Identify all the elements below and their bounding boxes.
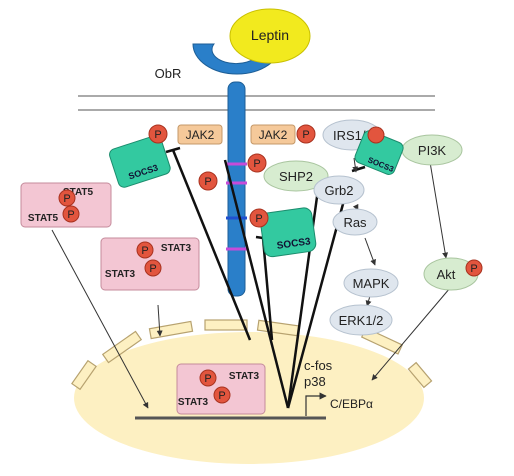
stat5-top-label: STAT5	[63, 187, 94, 198]
jak2-left-label: JAK2	[186, 128, 215, 142]
phospho-stat3-nuc-b	[213, 386, 231, 404]
jak2-right-box	[250, 124, 296, 145]
stat3-nuc-bottom-label: STAT3	[178, 397, 209, 408]
erk-label: ERK1/2	[339, 313, 384, 328]
mapk-protein	[343, 268, 399, 298]
cfos-label: c-fos	[304, 358, 333, 373]
akt-label: Akt	[437, 267, 456, 282]
socs3-middle-label: SOCS3	[276, 236, 312, 252]
stat5-bottom-label: STAT5	[28, 213, 59, 224]
phospho-irs	[367, 126, 385, 144]
svg-text:P: P	[253, 158, 260, 170]
phospho-stat5-a	[58, 189, 76, 207]
grb2-protein	[313, 175, 365, 205]
socs3-left: SOCS3	[109, 135, 171, 188]
svg-text:P: P	[63, 193, 70, 205]
svg-text:P: P	[67, 209, 74, 221]
svg-text:P: P	[154, 129, 161, 141]
svg-text:P: P	[255, 213, 262, 225]
stat3-nuc-top-label: STAT3	[229, 371, 260, 382]
erk-protein	[329, 304, 393, 336]
stat3-top-label: STAT3	[161, 243, 192, 254]
svg-text:P: P	[218, 390, 225, 402]
leptin-molecule	[229, 8, 311, 64]
socs3-middle: SOCS3	[259, 207, 317, 258]
ras-protein	[332, 208, 378, 236]
phospho-receptor-1	[247, 153, 267, 173]
mapk-label: MAPK	[353, 276, 390, 291]
obr-receptor-stem	[227, 81, 246, 297]
jak2-left-box	[177, 124, 223, 145]
leptin-label: Leptin	[251, 27, 289, 43]
svg-text:P: P	[470, 263, 477, 275]
receptor-tyrosine-marks	[226, 162, 247, 251]
svg-text:P: P	[204, 176, 211, 188]
svg-text:P: P	[149, 263, 156, 275]
ras-label: Ras	[343, 215, 367, 230]
phospho-jak2-left	[148, 124, 168, 144]
pi3k-label: PI3K	[418, 143, 447, 158]
jak2-right-label: JAK2	[259, 128, 288, 142]
phospho-stat3-b	[144, 259, 162, 277]
phospho-stat5-b	[62, 205, 80, 223]
phospho-receptor-2	[198, 171, 218, 191]
phospho-jak2-right	[296, 124, 316, 144]
phospho-akt	[465, 259, 483, 277]
transcription-arrow	[305, 392, 327, 416]
svg-text:P: P	[204, 373, 211, 385]
phospho-labels: P P P P P P P P P P P P	[63, 129, 477, 402]
cebp-label: C/EBPα	[330, 397, 373, 411]
shp2-label: SHP2	[279, 169, 313, 184]
phospho-receptor-3	[249, 208, 269, 228]
stat3-bottom-label: STAT3	[105, 269, 136, 280]
svg-text:P: P	[302, 129, 309, 141]
obr-label: ObR	[155, 66, 182, 81]
grb2-label: Grb2	[325, 183, 354, 198]
phospho-stat3-nuc-a	[199, 369, 217, 387]
shp2-protein	[263, 160, 329, 192]
p38-label: p38	[304, 374, 326, 389]
phospho-stat3-a	[136, 241, 154, 259]
phospho-groups	[58, 124, 483, 404]
svg-text:P: P	[141, 245, 148, 257]
